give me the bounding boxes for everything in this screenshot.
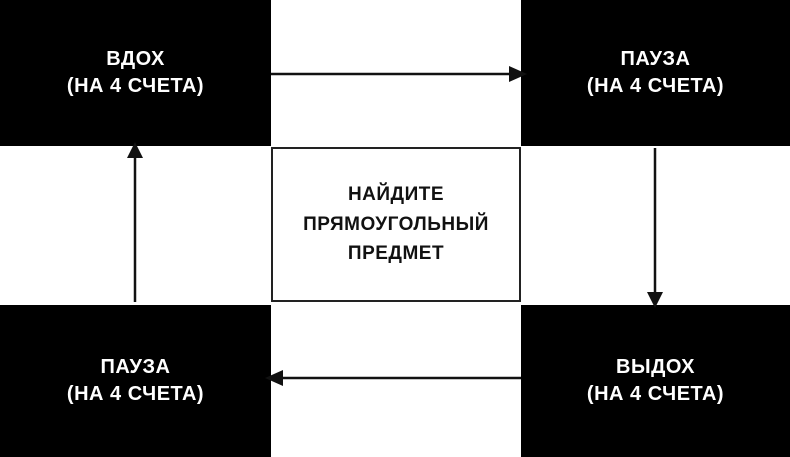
arrow-hold-to-exhale-icon bbox=[647, 148, 663, 308]
center-instruction-box: НАЙДИТЕ ПРЯМОУГОЛЬНЫЙ ПРЕДМЕТ bbox=[271, 147, 521, 302]
box-exhale-title: ВЫДОХ bbox=[616, 356, 695, 378]
center-instruction-line-3: ПРЕДМЕТ bbox=[347, 243, 445, 265]
arrow-exhale-to-hold-icon bbox=[265, 370, 521, 386]
arrow-hold-to-inhale-icon bbox=[127, 142, 143, 302]
box-hold-after-exhale-title: ПАУЗА bbox=[100, 356, 171, 378]
box-inhale: ВДОХ (НА 4 СЧЕТА) bbox=[0, 0, 271, 146]
arrow-inhale-to-hold-icon bbox=[271, 66, 527, 82]
box-hold-after-exhale-detail: (НА 4 СЧЕТА) bbox=[66, 383, 205, 405]
center-instruction-line-1: НАЙДИТЕ bbox=[347, 184, 445, 206]
box-inhale-title: ВДОХ bbox=[106, 48, 165, 70]
box-hold-after-inhale-title: ПАУЗА bbox=[620, 48, 691, 70]
box-exhale: ВЫДОХ (НА 4 СЧЕТА) bbox=[521, 305, 790, 457]
center-instruction-line-2: ПРЯМОУГОЛЬНЫЙ bbox=[303, 213, 489, 235]
box-hold-after-inhale-detail: (НА 4 СЧЕТА) bbox=[586, 75, 725, 97]
box-hold-after-inhale: ПАУЗА (НА 4 СЧЕТА) bbox=[521, 0, 790, 146]
box-hold-after-exhale: ПАУЗА (НА 4 СЧЕТА) bbox=[0, 305, 271, 457]
box-exhale-detail: (НА 4 СЧЕТА) bbox=[586, 383, 725, 405]
box-inhale-detail: (НА 4 СЧЕТА) bbox=[66, 75, 205, 97]
